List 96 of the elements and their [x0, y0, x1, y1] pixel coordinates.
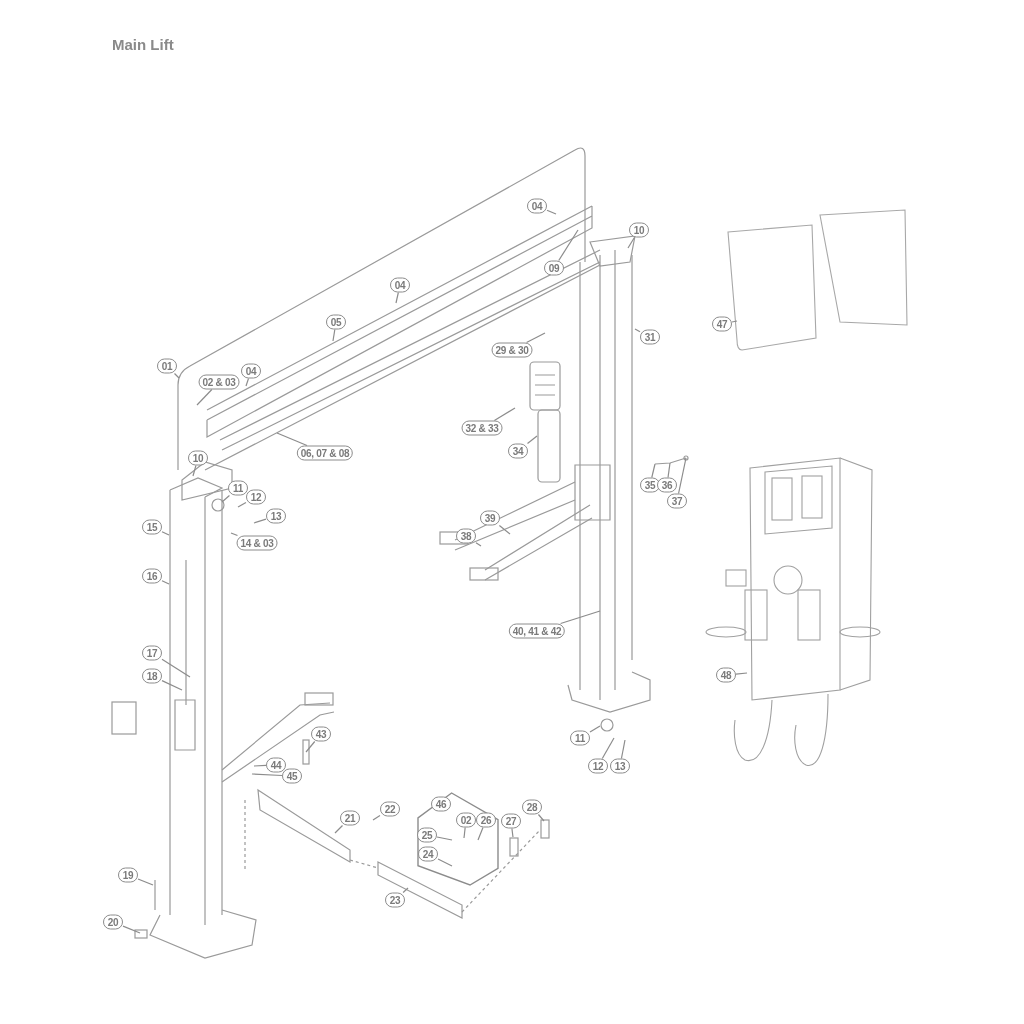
callout-number: 35	[640, 477, 660, 493]
callout-number: 34	[508, 443, 528, 459]
leader-line	[161, 531, 170, 536]
leader-line	[196, 388, 213, 406]
leader-line	[601, 737, 615, 760]
leader-line	[251, 773, 283, 777]
leader-line	[402, 887, 409, 894]
callout-number: 10	[188, 450, 208, 466]
callout-number: 04	[390, 277, 410, 293]
leader-line	[546, 209, 557, 215]
callout-number: 25	[417, 827, 437, 843]
diagram-title: Main Lift	[112, 36, 174, 53]
callout-number: 31	[640, 329, 660, 345]
leader-line	[137, 878, 154, 886]
leader-line	[161, 658, 191, 678]
callout-number: 26	[476, 812, 496, 828]
leader-line	[332, 328, 336, 342]
callout-number: 06, 07 & 08	[296, 445, 354, 461]
callout-number: 02 & 03	[198, 374, 240, 390]
callout-number: 15	[142, 519, 162, 535]
callout-number: 23	[385, 892, 405, 908]
leader-line	[463, 826, 466, 839]
callout-number: 40, 41 & 42	[508, 623, 566, 639]
callout-number: 05	[326, 314, 346, 330]
leader-line	[245, 377, 250, 387]
leader-line	[558, 229, 579, 262]
leader-line	[634, 328, 641, 333]
callout-number: 12	[588, 758, 608, 774]
leader-line	[436, 836, 453, 841]
callout-number: 43	[311, 726, 331, 742]
callout-number: 09	[544, 260, 564, 276]
leader-line	[395, 291, 399, 304]
leader-line	[667, 462, 671, 479]
leader-line	[511, 827, 514, 838]
callout-number: 22	[380, 801, 400, 817]
callout-number: 17	[142, 645, 162, 661]
callout-number: 38	[456, 528, 476, 544]
leader-line	[253, 518, 267, 524]
leader-line	[334, 824, 344, 834]
leader-line	[731, 320, 738, 323]
callout-number: 28	[522, 799, 542, 815]
leader-line	[493, 407, 516, 422]
leader-line	[173, 372, 180, 379]
callout-number: 10	[629, 222, 649, 238]
callout-number: 11	[570, 730, 590, 746]
leader-line	[276, 432, 308, 447]
callout-number: 02	[456, 812, 476, 828]
callout-number: 20	[103, 914, 123, 930]
callout-number: 44	[266, 757, 286, 773]
leader-line	[525, 332, 546, 344]
callout-number: 39	[480, 510, 500, 526]
leader-line	[677, 457, 687, 495]
leader-line	[161, 680, 183, 691]
callout-number: 18	[142, 668, 162, 684]
callout-number: 27	[501, 813, 521, 829]
callout-number: 47	[712, 316, 732, 332]
leader-line	[560, 610, 601, 625]
callout-number: 37	[667, 493, 687, 509]
callout-number: 01	[157, 358, 177, 374]
callout-number: 45	[282, 768, 302, 784]
leader-line	[122, 925, 141, 934]
callout-number: 13	[610, 758, 630, 774]
leader-line	[372, 814, 381, 821]
leader-line	[161, 580, 170, 585]
leader-line	[620, 739, 626, 760]
callout-number: 24	[418, 846, 438, 862]
callout-number: 04	[527, 198, 547, 214]
leader-line	[589, 725, 601, 733]
leader-line	[221, 494, 231, 503]
callout-number: 14 & 03	[236, 535, 278, 551]
callout-number: 12	[246, 489, 266, 505]
leader-line	[475, 542, 482, 547]
callout-number: 48	[716, 667, 736, 683]
leader-line	[230, 532, 239, 537]
leader-line	[627, 236, 635, 249]
leader-line	[237, 501, 247, 508]
leader-line	[735, 672, 748, 675]
leader-line	[477, 826, 484, 841]
leader-line	[526, 435, 538, 445]
leader-line	[498, 524, 511, 535]
leader-line	[192, 464, 197, 477]
callout-number: 16	[142, 568, 162, 584]
callout-number: 13	[266, 508, 286, 524]
leader-line	[305, 740, 316, 753]
callout-number: 21	[340, 810, 360, 826]
callout-number: 11	[228, 480, 248, 496]
leader-line	[437, 858, 453, 867]
callout-number: 04	[241, 363, 261, 379]
callout-number: 19	[118, 867, 138, 883]
callout-number: 32 & 33	[461, 420, 503, 436]
callout-number: 36	[657, 477, 677, 493]
leader-line	[253, 764, 267, 767]
callout-number: 46	[431, 796, 451, 812]
leader-line	[651, 463, 656, 479]
callout-number: 29 & 30	[491, 342, 533, 358]
leader-line	[537, 813, 545, 822]
